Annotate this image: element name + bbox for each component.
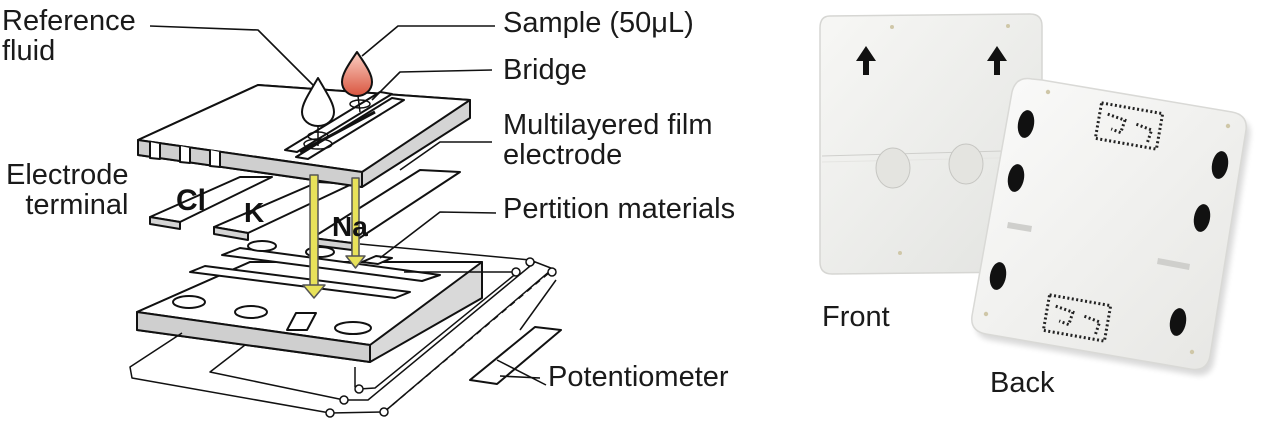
front-label: Front [822, 301, 890, 333]
film-electrode-label-line1: Multilayered film [503, 109, 713, 141]
reference-fluid-drop [301, 77, 335, 150]
sample-drop [341, 51, 373, 113]
up-arrow-icon [987, 46, 1007, 75]
electrode-terminal-label: Electrode terminal [6, 160, 129, 221]
reference-fluid-label-line2: fluid [2, 35, 56, 68]
electrode-na-label: Na [332, 211, 368, 242]
dot-code-top [1093, 101, 1165, 151]
base-plate [136, 247, 483, 363]
bridge-label: Bridge [503, 54, 587, 86]
partition-materials-label: Pertition materials [503, 193, 736, 225]
back-label: Back [990, 367, 1055, 399]
sample-label: Sample (50μL) [503, 7, 694, 39]
exploded-diagram: Cl K Na [129, 25, 562, 418]
slide-photos [819, 13, 1251, 376]
potentiometer-label: Potentiometer [548, 361, 729, 393]
film-electrode-label: Multilayered film electrode [503, 110, 713, 171]
reference-fluid-label-line1: Reference [2, 5, 136, 37]
potentiometer [469, 326, 562, 385]
electrode-k-label: K [244, 197, 264, 228]
leader-lines [149, 25, 541, 379]
slide-back-photo [971, 77, 1251, 376]
terminal-nodes [325, 257, 557, 418]
electrode-terminal-label-line2: terminal [25, 189, 129, 222]
electrode-cl-label: Cl [176, 184, 206, 217]
electrode-films [149, 169, 461, 251]
reference-fluid-label: Reference fluid [2, 6, 136, 67]
flow-arrows [302, 174, 366, 299]
film-electrode-label-line2: electrode [503, 139, 623, 172]
slide-front-photo [819, 13, 1043, 275]
dot-code-bottom [1041, 293, 1113, 343]
top-cover [137, 84, 471, 188]
electrode-terminal-label-line1: Electrode [6, 159, 129, 191]
up-arrow-icon [856, 46, 876, 75]
